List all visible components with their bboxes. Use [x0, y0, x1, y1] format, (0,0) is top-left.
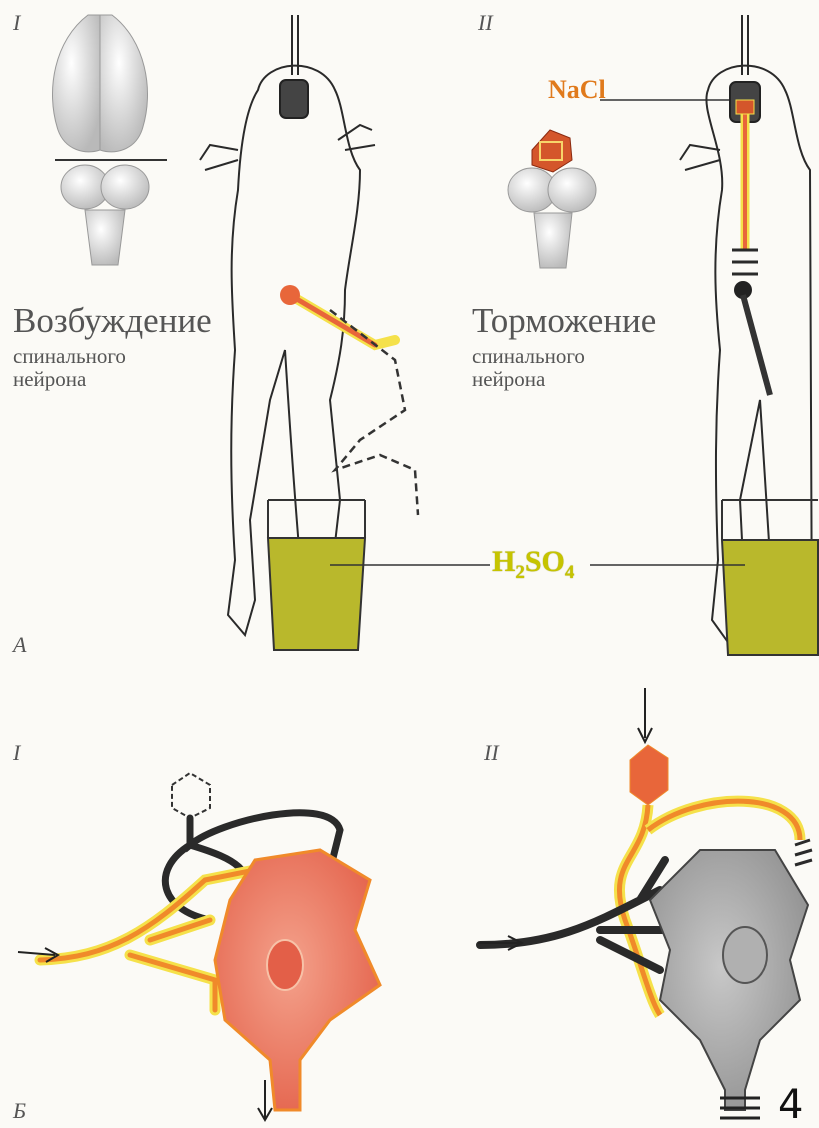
neuron-inhibition-diagram — [478, 688, 812, 1118]
sulfuric-acid-label: H2SO4 — [492, 545, 574, 584]
label-panel-a-ii: II — [478, 10, 493, 36]
frog-i-reflex-leg — [280, 285, 418, 515]
label-panel-b-letter: Б — [13, 1098, 26, 1124]
excitation-title: Возбуждение — [13, 303, 212, 338]
label-panel-a-letter: A — [13, 632, 26, 658]
page-number: 4 — [778, 1082, 803, 1128]
nacl-label: NaCl — [548, 75, 606, 105]
inhibition-subtitle-2: нейрона — [472, 368, 545, 390]
label-panel-a-i: I — [13, 10, 20, 36]
inhibition-subtitle-1: спинального — [472, 345, 585, 367]
acid-beaker-i — [268, 500, 365, 650]
brain-diagram-i — [52, 15, 167, 265]
neuron-excitation-diagram — [18, 773, 380, 1120]
frog-ii-inhibitory-path — [732, 100, 770, 395]
label-panel-b-ii: II — [484, 740, 499, 766]
label-panel-b-i: I — [13, 740, 20, 766]
excitation-subtitle-2: нейрона — [13, 368, 86, 390]
inhibition-title: Торможение — [472, 303, 656, 338]
excitation-subtitle-1: спинального — [13, 345, 126, 367]
brain-diagram-ii — [508, 100, 745, 268]
acid-beaker-ii — [722, 500, 818, 655]
